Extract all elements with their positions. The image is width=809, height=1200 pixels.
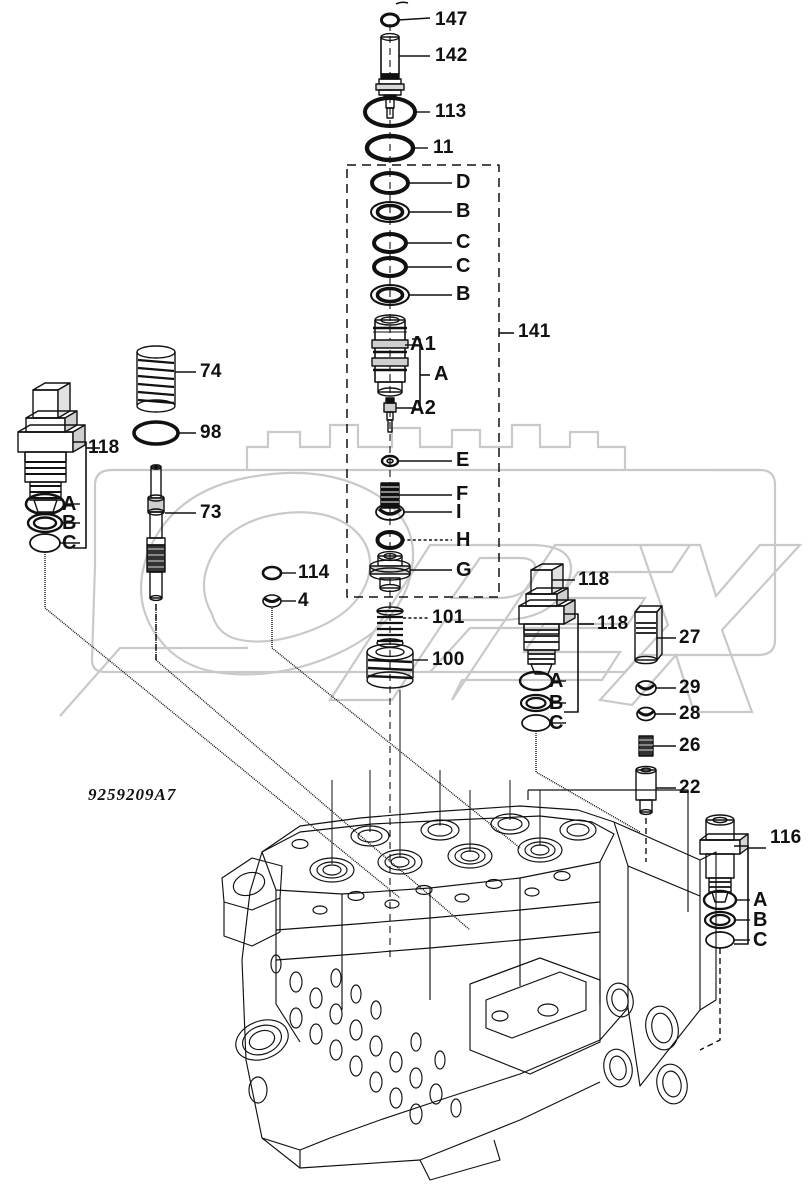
callout-142: 142	[435, 45, 468, 66]
callout-116: 116	[770, 827, 802, 848]
callout-E: E	[456, 449, 470, 471]
callout-F: F	[456, 483, 469, 505]
callout-A-main: A	[434, 363, 449, 385]
drawing-number: 9259209A7	[88, 785, 177, 804]
callout-A-right: A	[753, 889, 768, 911]
callout-H: H	[456, 529, 471, 551]
callout-B-left: B	[62, 512, 77, 534]
callout-A2: A2	[410, 397, 437, 419]
callout-118-mid-top: 118	[578, 569, 610, 590]
callout-100: 100	[432, 649, 465, 670]
callout-118-mid-bottom: 118	[597, 613, 629, 634]
callout-B-2: B	[456, 283, 471, 305]
callout-B-right: B	[753, 909, 768, 931]
callout-98: 98	[200, 422, 222, 443]
callout-A1: A1	[410, 333, 437, 355]
callout-11: 11	[433, 137, 454, 158]
callout-27: 27	[679, 627, 701, 648]
callout-74: 74	[200, 361, 222, 382]
callout-C-left: C	[62, 532, 77, 554]
callout-114: 114	[298, 562, 330, 583]
callout-C-2: C	[456, 255, 471, 277]
callout-73: 73	[200, 502, 222, 523]
callout-A-mid: A	[549, 670, 564, 692]
callout-D: D	[456, 171, 471, 193]
callout-B-1: B	[456, 200, 471, 222]
callout-G: G	[456, 559, 472, 581]
callout-C-right: C	[753, 929, 768, 951]
callout-26: 26	[679, 735, 701, 756]
callout-29: 29	[679, 677, 701, 698]
callout-147: 147	[435, 9, 468, 30]
callout-C-1: C	[456, 231, 471, 253]
callout-A-left: A	[62, 493, 77, 515]
callout-B-mid: B	[549, 692, 564, 714]
callout-22: 22	[679, 777, 701, 798]
callout-113: 113	[435, 101, 467, 122]
callout-4: 4	[298, 590, 309, 611]
callout-118-left: 118	[88, 437, 120, 458]
callout-101: 101	[432, 607, 465, 628]
callout-141: 141	[518, 321, 551, 342]
callout-I: I	[456, 501, 462, 523]
callout-C-mid: C	[549, 712, 564, 734]
callout-28: 28	[679, 703, 701, 724]
